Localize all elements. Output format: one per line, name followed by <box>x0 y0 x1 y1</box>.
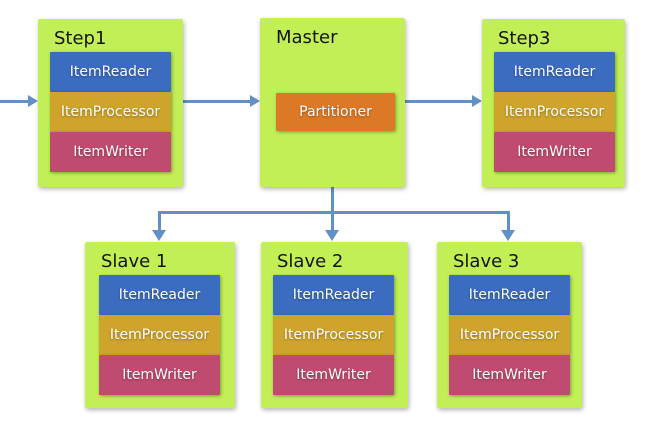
step1-item-writer-label: ItemWriter <box>73 144 148 160</box>
arrow-to-slave2-head-icon <box>325 230 339 241</box>
node-slave2: Slave 2 ItemReader ItemProcessor ItemWri… <box>261 242 408 408</box>
node-step3-title: Step3 <box>498 28 551 49</box>
node-master: Master Partitioner <box>260 18 405 187</box>
step3-item-processor-label: ItemProcessor <box>504 104 605 120</box>
slave3-item-writer-box: ItemWriter <box>449 355 570 395</box>
arrow-to-slave1-head-icon <box>152 230 166 241</box>
partitioner-box: Partitioner <box>276 93 395 131</box>
step3-item-writer-box: ItemWriter <box>494 132 615 172</box>
node-master-title: Master <box>276 27 338 48</box>
arrow-master-to-step3-line <box>405 100 472 103</box>
slave1-item-writer-box: ItemWriter <box>99 355 220 395</box>
slave2-item-reader-label: ItemReader <box>292 287 375 303</box>
arrow-to-slave1-line <box>158 211 161 230</box>
arrow-master-down-line <box>331 187 334 213</box>
arrow-to-slave2-line <box>331 213 334 230</box>
node-slave2-title: Slave 2 <box>277 251 344 272</box>
slave2-item-writer-box: ItemWriter <box>273 355 394 395</box>
step3-item-reader-box: ItemReader <box>494 52 615 92</box>
arrow-master-to-step3-head-icon <box>472 95 482 107</box>
node-step1-title: Step1 <box>54 28 107 49</box>
slave1-item-processor-label: ItemProcessor <box>109 327 210 343</box>
slave3-item-processor-label: ItemProcessor <box>459 327 560 343</box>
step1-item-reader-box: ItemReader <box>50 52 171 92</box>
distribution-line <box>158 211 509 214</box>
node-step1: Step1 ItemReader ItemProcessor ItemWrite… <box>38 19 183 187</box>
step3-item-reader-label: ItemReader <box>513 64 596 80</box>
arrow-input-to-step1-line <box>0 100 28 103</box>
slave1-item-writer-label: ItemWriter <box>122 367 197 383</box>
slave1-item-processor-box: ItemProcessor <box>99 315 220 355</box>
slave2-item-writer-label: ItemWriter <box>296 367 371 383</box>
slave2-item-processor-box: ItemProcessor <box>273 315 394 355</box>
slave3-item-processor-box: ItemProcessor <box>449 315 570 355</box>
slave2-item-processor-label: ItemProcessor <box>283 327 384 343</box>
node-slave3: Slave 3 ItemReader ItemProcessor ItemWri… <box>437 242 582 408</box>
slave1-item-reader-box: ItemReader <box>99 275 220 315</box>
slave2-item-reader-box: ItemReader <box>273 275 394 315</box>
partitioner-label: Partitioner <box>299 104 372 120</box>
arrow-step1-to-master-line <box>183 100 250 103</box>
arrow-step1-to-master-head-icon <box>250 95 260 107</box>
slave3-item-reader-box: ItemReader <box>449 275 570 315</box>
step1-item-writer-box: ItemWriter <box>50 132 171 172</box>
node-slave1-title: Slave 1 <box>101 251 168 272</box>
arrow-input-to-step1-head-icon <box>28 95 38 107</box>
slave3-item-writer-label: ItemWriter <box>472 367 547 383</box>
step1-item-reader-label: ItemReader <box>69 64 152 80</box>
node-slave1: Slave 1 ItemReader ItemProcessor ItemWri… <box>85 242 235 408</box>
slave3-item-reader-label: ItemReader <box>468 287 551 303</box>
arrow-to-slave3-head-icon <box>501 230 515 241</box>
step1-item-processor-label: ItemProcessor <box>60 104 161 120</box>
slave1-item-reader-label: ItemReader <box>118 287 201 303</box>
node-slave3-title: Slave 3 <box>453 251 520 272</box>
arrow-to-slave3-line <box>507 211 510 230</box>
step3-item-writer-label: ItemWriter <box>517 144 592 160</box>
step3-item-processor-box: ItemProcessor <box>494 92 615 132</box>
step1-item-processor-box: ItemProcessor <box>50 92 171 132</box>
node-step3: Step3 ItemReader ItemProcessor ItemWrite… <box>482 19 625 187</box>
